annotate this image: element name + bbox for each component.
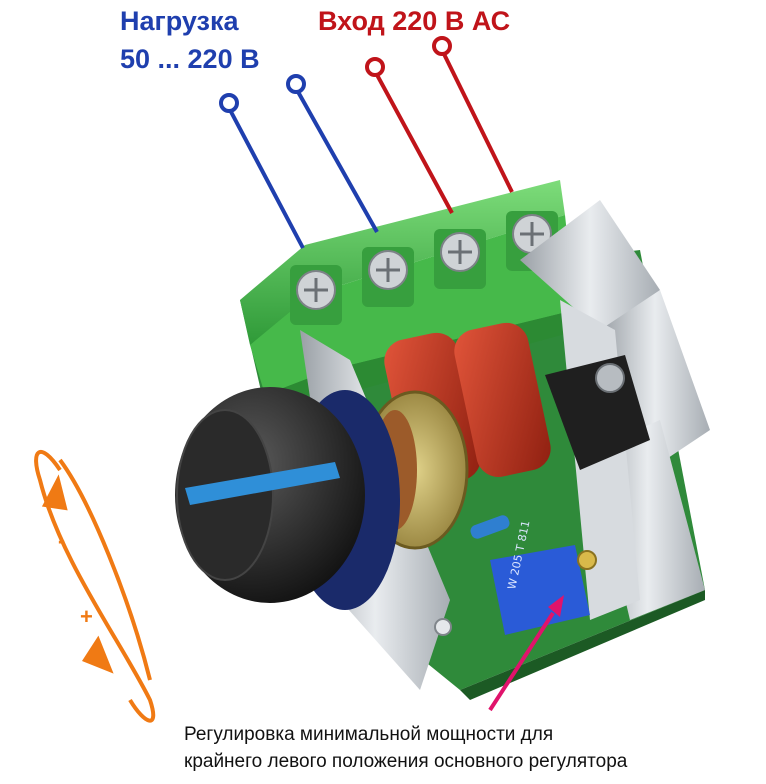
input-wires (365, 36, 514, 214)
terminal-screw-2 (362, 247, 414, 307)
caption-line2: крайнего левого положения основного регу… (184, 751, 628, 772)
small-capacitor (470, 515, 510, 539)
terminal-screw-3 (434, 229, 486, 289)
rotation-arrows-icon (34, 449, 156, 723)
input-label: Вход 220 В АС (318, 6, 511, 36)
caption-line1: Регулировка минимальной мощности для (184, 724, 554, 745)
load-label-line2: 50 ... 220 В (120, 44, 260, 74)
load-wires (219, 74, 379, 249)
pointer-arrow-icon (488, 595, 564, 712)
load-label-line1: Нагрузка (120, 6, 239, 36)
trimmer-resistor: W 205 T 811 (490, 519, 597, 635)
terminal-screw-1 (290, 265, 342, 325)
mounting-hole (434, 618, 452, 636)
triac (545, 355, 650, 470)
control-knob (175, 387, 400, 610)
minus-sign: - (58, 528, 66, 553)
plus-sign: + (80, 604, 93, 629)
